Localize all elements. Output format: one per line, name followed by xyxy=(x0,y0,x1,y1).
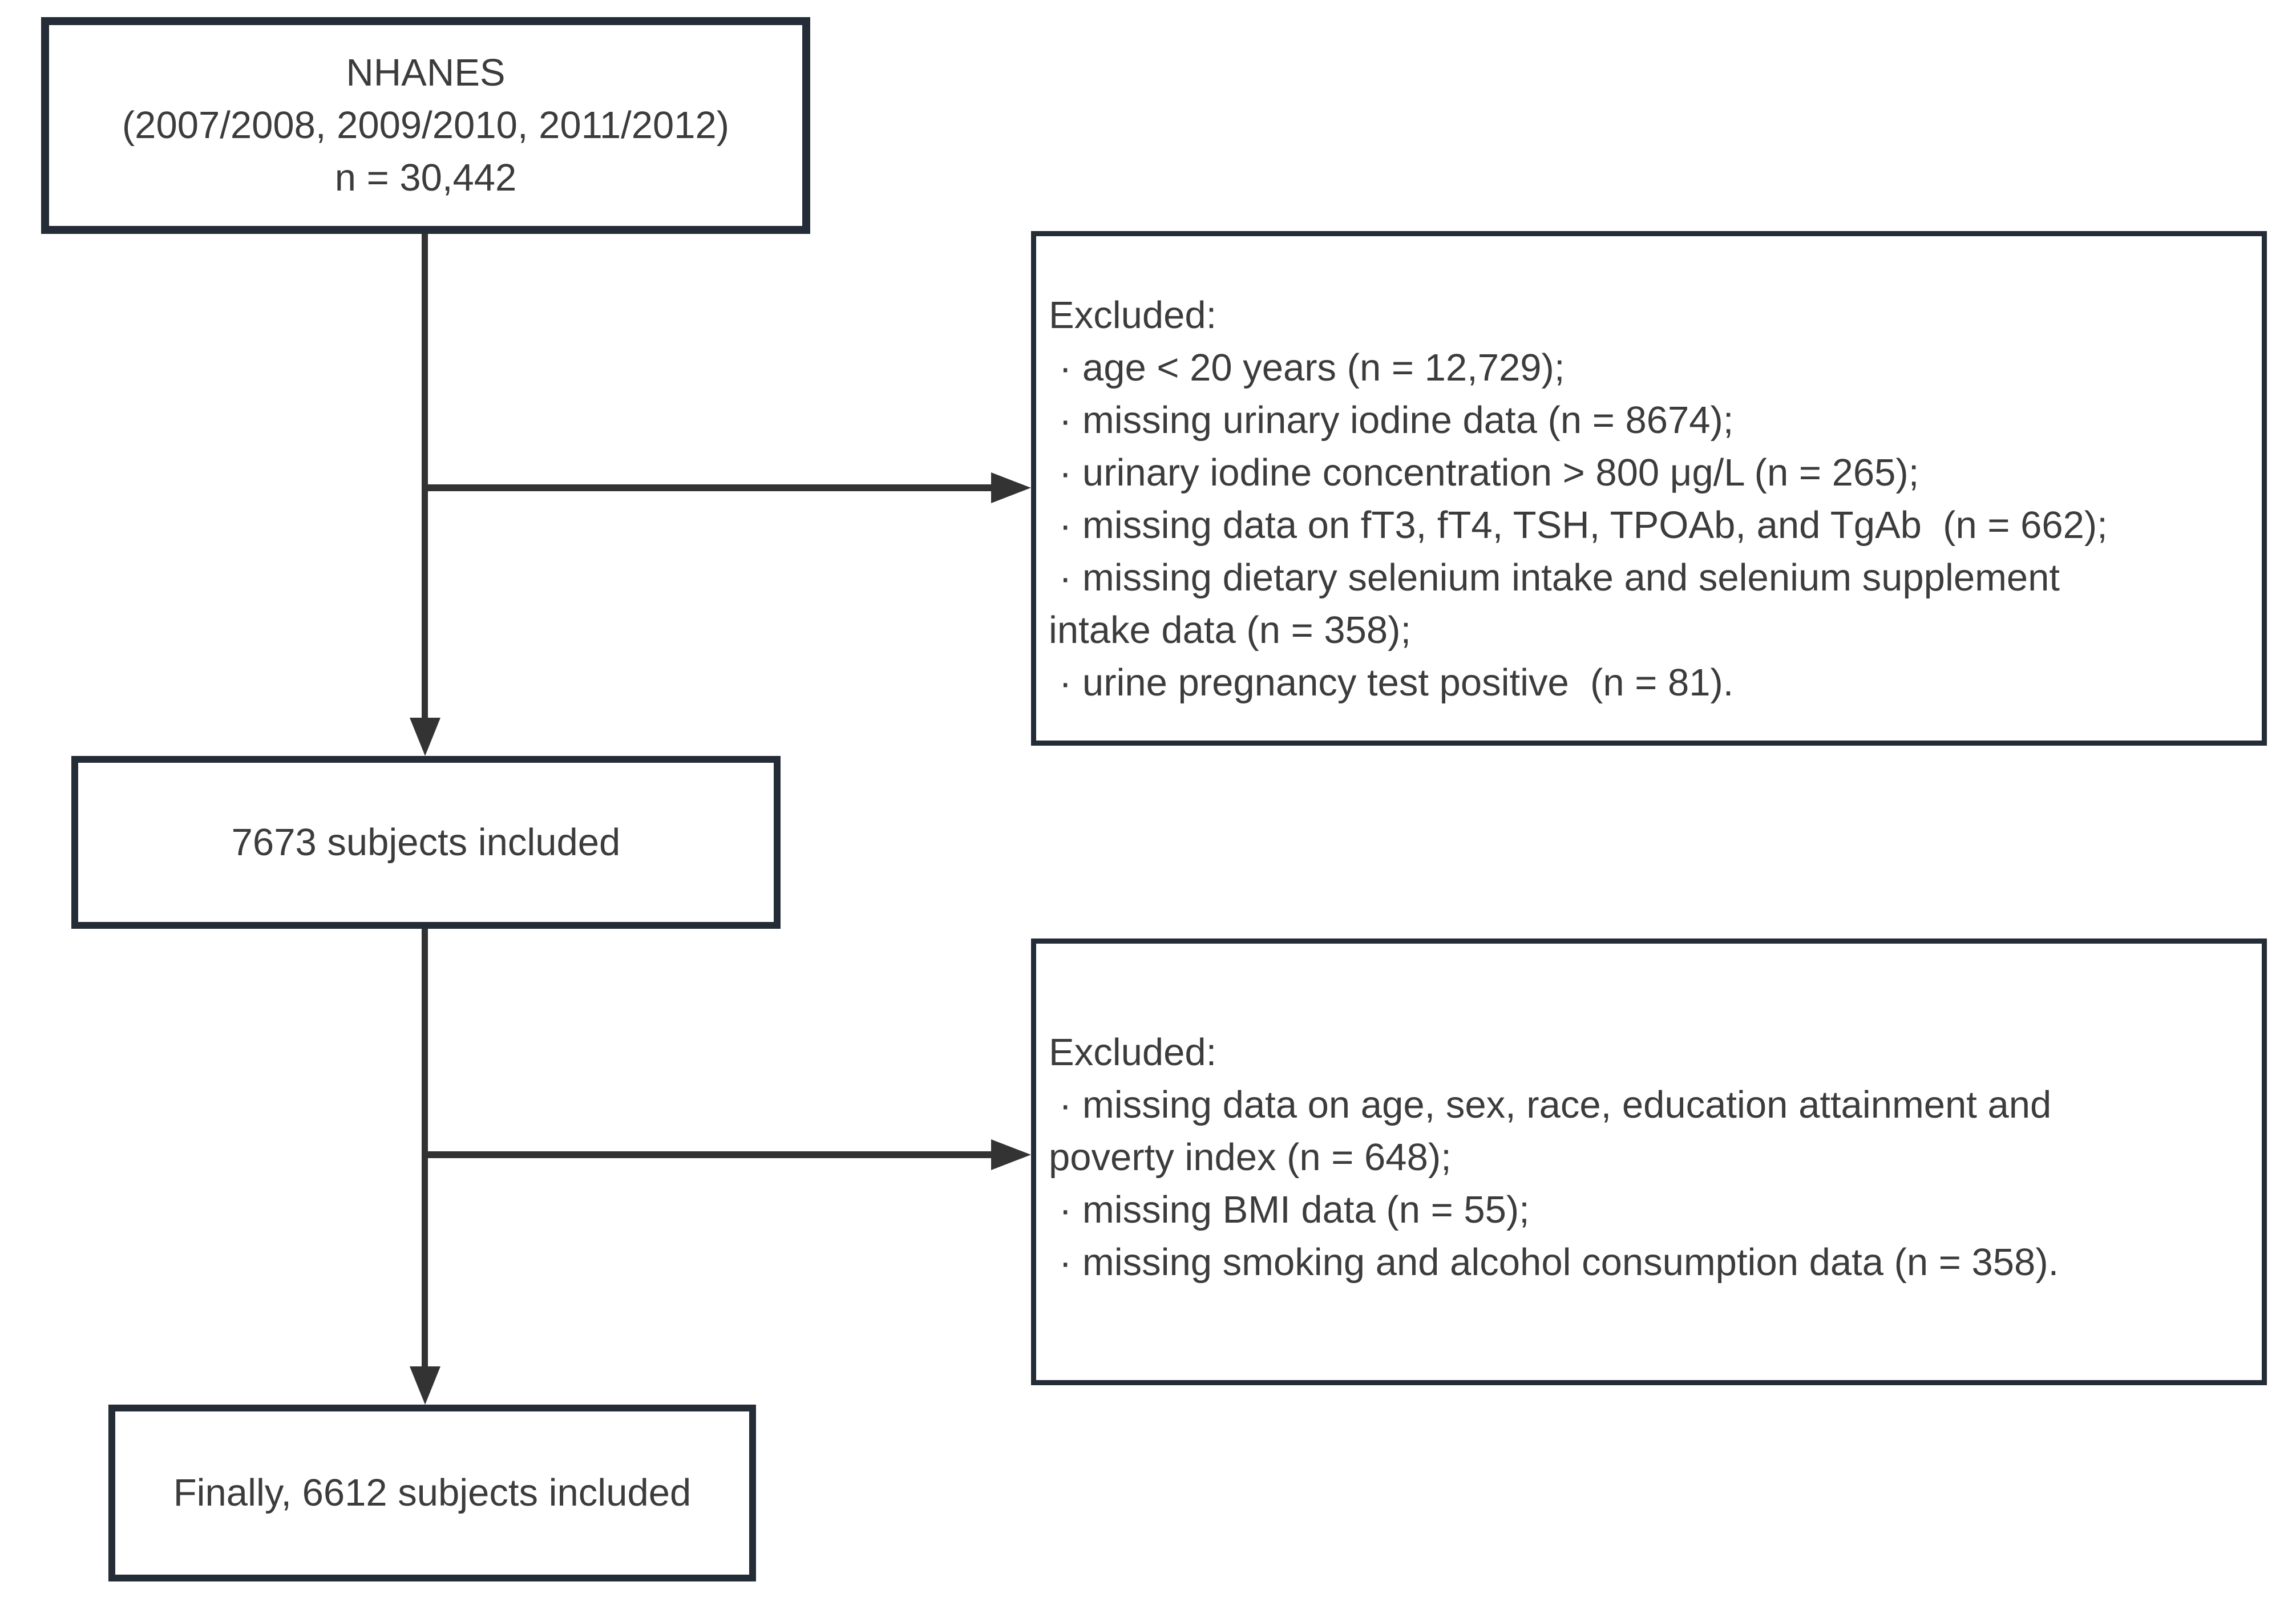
exclusion-1-header: Excluded: xyxy=(1049,294,1217,337)
arrow-down-icon xyxy=(410,1366,440,1405)
nhanes-cycles: (2007/2008, 2009/2010, 2011/2012) xyxy=(122,104,730,147)
included-subjects-box: 7673 subjects included xyxy=(71,756,781,929)
included-subjects-text: 7673 subjects included xyxy=(231,820,621,864)
exclusion-1-item: · missing urinary iodine data (n = 8674)… xyxy=(1059,399,1734,442)
final-subjects-text: Finally, 6612 subjects included xyxy=(173,1471,692,1514)
exclusion-1-item: · urinary iodine concentration > 800 μg/… xyxy=(1059,451,1919,494)
nhanes-cohort-box: NHANES (2007/2008, 2009/2010, 2011/2012)… xyxy=(41,17,810,234)
exclusion-1-item: · age < 20 years (n = 12,729); xyxy=(1059,346,1565,389)
exclusion-2-item: · missing BMI data (n = 55); xyxy=(1059,1188,1530,1231)
arrow-right-icon xyxy=(991,1139,1031,1170)
connector-line-top-to-middle xyxy=(422,234,428,722)
nhanes-title: NHANES xyxy=(346,51,506,94)
exclusion-2-header: Excluded: xyxy=(1049,1031,1217,1074)
connector-line-middle-to-final xyxy=(422,929,428,1369)
exclusion-1-item: · urine pregnancy test positive (n = 81)… xyxy=(1059,661,1734,704)
exclusion-1-item-continuation: intake data (n = 358); xyxy=(1049,609,1412,652)
connector-line-to-exclusion-1 xyxy=(422,484,994,491)
exclusion-1-item: · missing data on fT3, fT4, TSH, TPOAb, … xyxy=(1059,504,2108,547)
nhanes-sample-size: n = 30,442 xyxy=(334,156,517,199)
arrow-right-icon xyxy=(991,472,1031,503)
exclusion-2-item: · missing smoking and alcohol consumptio… xyxy=(1059,1241,2059,1284)
exclusion-2-item: · missing data on age, sex, race, educat… xyxy=(1059,1083,2052,1126)
exclusion-1-item: · missing dietary selenium intake and se… xyxy=(1059,556,2060,599)
exclusion-box-2: Excluded: · missing data on age, sex, ra… xyxy=(1031,938,2267,1385)
exclusion-box-1: Excluded: · age < 20 years (n = 12,729);… xyxy=(1031,231,2267,746)
arrow-down-icon xyxy=(410,718,440,756)
connector-line-to-exclusion-2 xyxy=(422,1151,994,1158)
exclusion-2-item-continuation: poverty index (n = 648); xyxy=(1049,1136,1452,1179)
final-subjects-box: Finally, 6612 subjects included xyxy=(108,1405,756,1581)
